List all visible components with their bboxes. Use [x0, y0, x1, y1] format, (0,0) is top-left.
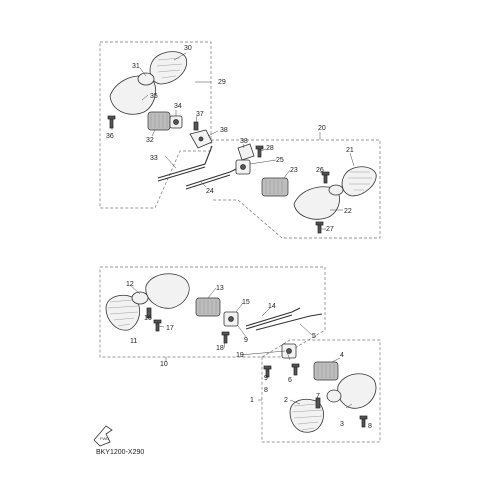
diagram-code: BKY1200-X290 [96, 449, 144, 456]
bulb-socket-13 [195, 297, 221, 317]
label-4: 4 [340, 352, 344, 359]
turn-signal-lens-30 [149, 51, 188, 85]
label-34: 34 [174, 103, 182, 110]
wire-harness-24 [185, 167, 239, 190]
screw-6 [291, 363, 300, 376]
bracket-15 [223, 311, 239, 327]
screw-28 [255, 145, 264, 158]
label-6: 6 [288, 377, 292, 384]
label-36: 36 [106, 133, 114, 140]
lamp-housing-12 [131, 273, 190, 309]
bracket-19 [281, 343, 297, 359]
assembly-10-box [99, 266, 326, 358]
stay-38b [237, 143, 255, 161]
label-12: 12 [126, 281, 134, 288]
part-labels: 30 29 31 35 34 37 36 32 38 33 24 20 21 3… [106, 45, 372, 430]
label-15: 15 [242, 299, 250, 306]
screw-8 [359, 415, 368, 428]
label-38b: 38 [240, 138, 248, 145]
turn-signal-lens-21 [341, 166, 377, 197]
front-arrow-icon: FWD [93, 425, 113, 447]
label-29: 29 [218, 79, 226, 86]
lamp-housing-22 [293, 184, 344, 220]
label-17: 17 [166, 325, 174, 332]
label-21: 21 [346, 147, 354, 154]
label-25: 25 [276, 157, 284, 164]
bracket-25 [235, 159, 251, 175]
label-22: 22 [344, 208, 352, 215]
lamp-housing-31 [109, 72, 157, 115]
label-20: 20 [318, 125, 326, 132]
label-32: 32 [146, 137, 154, 144]
label-27: 27 [326, 226, 334, 233]
label-9b: 9 [264, 375, 268, 382]
label-24: 24 [206, 188, 214, 195]
bulb-socket-4 [313, 361, 339, 381]
turn-signal-lens-2 [289, 398, 324, 433]
label-37: 37 [196, 111, 204, 118]
label-1: 1 [250, 397, 254, 404]
bracket-34 [169, 115, 183, 129]
label-13: 13 [216, 285, 224, 292]
screw-26 [321, 171, 330, 184]
lamp-housing-3 [326, 373, 377, 409]
label-3: 3 [340, 421, 344, 428]
label-23: 23 [290, 167, 298, 174]
turn-signal-lens-11 [105, 294, 141, 331]
screw-37 [193, 121, 199, 131]
screw-36 [107, 115, 116, 129]
screw-16 [146, 307, 152, 319]
assembly-29-box [99, 41, 212, 209]
label-35: 35 [150, 93, 158, 100]
label-5: 5 [312, 333, 316, 340]
svg-text:FWD: FWD [100, 436, 109, 441]
label-8a: 8 [264, 387, 268, 394]
label-9a: 9 [244, 337, 248, 344]
wire-harness-5 [255, 313, 323, 331]
label-11: 11 [130, 338, 137, 345]
label-28: 28 [266, 145, 274, 152]
assembly-20-box [211, 139, 381, 239]
screw-27 [315, 221, 324, 234]
label-8b: 8 [368, 423, 372, 430]
label-16: 16 [144, 315, 152, 322]
stay-38 [189, 129, 213, 149]
wire-harness-14 [245, 307, 301, 330]
label-14: 14 [268, 303, 276, 310]
label-7: 7 [316, 393, 320, 400]
screw-9 [263, 365, 272, 378]
label-10: 10 [160, 361, 168, 368]
label-30: 30 [184, 45, 192, 52]
bulb-socket-23 [261, 177, 289, 197]
label-2: 2 [284, 397, 288, 404]
label-38a: 38 [220, 127, 228, 134]
label-18: 18 [216, 345, 224, 352]
wire-harness-33 [157, 145, 213, 182]
bulb-socket-32 [147, 111, 171, 131]
screw-18 [221, 331, 230, 344]
assembly-1-box [261, 339, 381, 443]
leader-lines [111, 52, 365, 424]
label-33: 33 [150, 155, 158, 162]
screw-17 [153, 319, 162, 332]
label-19: 19 [236, 352, 244, 359]
label-26: 26 [316, 167, 324, 174]
label-31: 31 [132, 63, 140, 70]
